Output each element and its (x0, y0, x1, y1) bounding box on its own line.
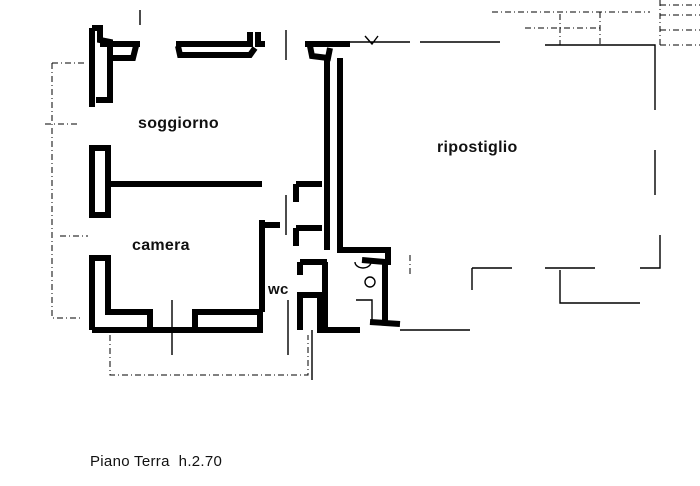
room-label-ripostiglio: ripostiglio (437, 139, 518, 156)
floor-caption: Piano Terra h.2.70 (90, 453, 223, 470)
walls (89, 25, 401, 333)
room-label-soggiorno: soggiorno (138, 115, 219, 132)
room-label-wc: wc (268, 281, 289, 298)
bathroom-fixtures (354, 261, 376, 322)
sink-outline (354, 261, 373, 322)
room-label-camera: camera (132, 237, 190, 254)
toilet-outline (364, 276, 376, 288)
guide-lines (45, 0, 700, 380)
